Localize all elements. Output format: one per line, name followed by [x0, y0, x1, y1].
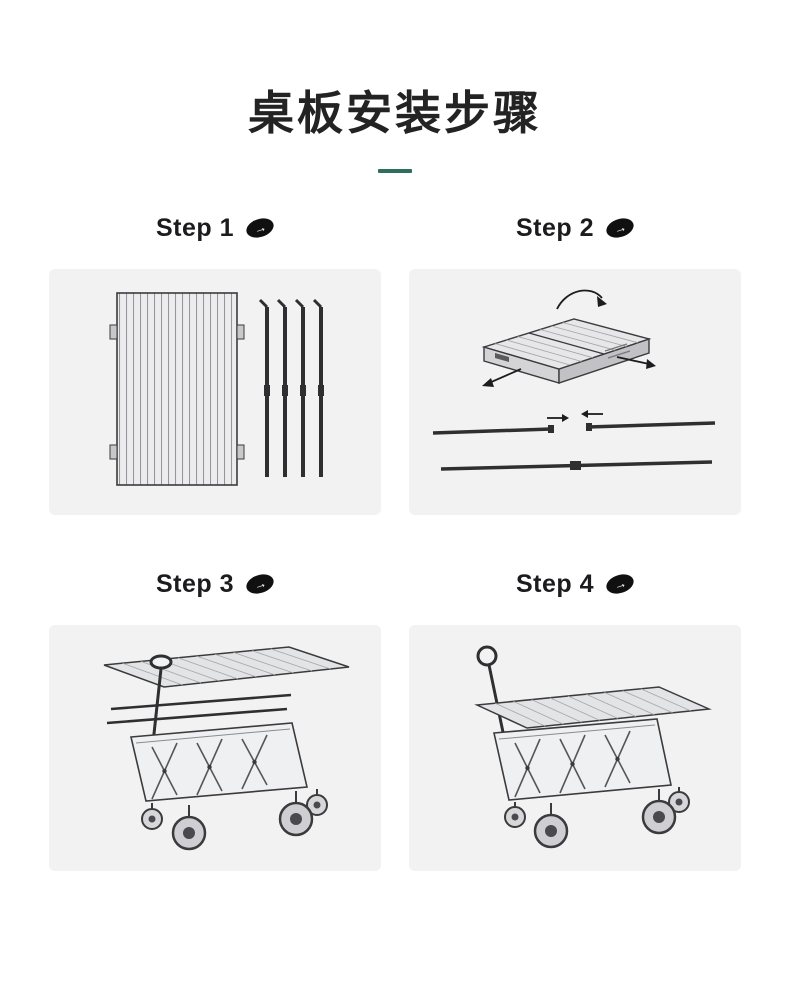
step-2-card	[409, 269, 741, 516]
arrow-glyph: →	[251, 218, 269, 237]
folded-table-board	[481, 318, 652, 385]
arrow-glyph: →	[611, 574, 629, 593]
arrow-right-icon: →	[243, 215, 277, 242]
wagon-body	[130, 722, 308, 803]
table-board-slats-and-poles-illustration	[109, 292, 324, 486]
wagon-handle	[476, 645, 506, 738]
table-top-floating	[103, 646, 350, 688]
page-title: 桌板安装步骤	[248, 86, 542, 140]
step-1-label: Step 1	[155, 213, 235, 242]
step-4-section: Step 4 →	[409, 565, 741, 872]
step-1-label-row: Step 1 →	[155, 209, 277, 247]
step-2-label: Step 2	[515, 213, 595, 242]
folded-board-and-telescopic-poles-illustration	[432, 289, 716, 471]
arrow-glyph: →	[251, 574, 269, 593]
table-top-installed	[474, 686, 712, 729]
page-header: 桌板安装步骤	[0, 0, 790, 174]
step-3-label-row: Step 3 →	[155, 565, 277, 603]
wagon-wheels	[504, 787, 690, 849]
telescopic-poles	[432, 421, 716, 471]
arrow-right-icon: →	[243, 571, 277, 598]
cross-poles	[106, 693, 292, 725]
support-poles	[258, 299, 324, 478]
arrow-right-icon: →	[603, 215, 637, 242]
mounting-table-on-wagon-illustration	[103, 646, 350, 851]
step-2-section: Step 2 →	[409, 209, 741, 516]
arrow-glyph: →	[611, 218, 629, 237]
assembled-wagon-with-table-illustration	[474, 645, 712, 849]
arrow-right-icon: →	[603, 571, 637, 598]
step-1-section: Step 1 →	[49, 209, 381, 516]
steps-grid: Step 1 →	[0, 209, 790, 872]
wagon-handle	[149, 654, 173, 744]
step-3-label: Step 3	[155, 569, 235, 598]
unfold-arrows	[482, 289, 656, 388]
title-underline	[378, 169, 412, 174]
step-2-label-row: Step 2 →	[515, 209, 637, 247]
step-4-label-row: Step 4 →	[515, 565, 637, 603]
table-board-slats	[109, 292, 245, 486]
wagon-wheels	[141, 789, 328, 851]
join-arrows	[547, 410, 603, 423]
step-4-label: Step 4	[515, 569, 595, 598]
step-1-card	[49, 269, 381, 516]
step-3-card	[49, 625, 381, 872]
step-4-card	[409, 625, 741, 872]
step-3-section: Step 3 →	[49, 565, 381, 872]
wagon-body	[493, 718, 672, 802]
